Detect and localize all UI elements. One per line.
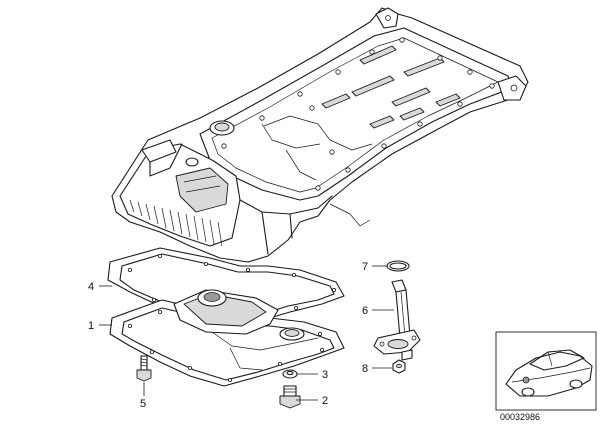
callout-1: 1 [88, 320, 94, 332]
callout-7: 7 [362, 261, 368, 273]
callout-4: 4 [88, 281, 94, 293]
vehicle-locator-inset: 00032986 [495, 331, 597, 422]
baffle-slots [321, 45, 461, 129]
flange-bolt-holes [221, 37, 495, 191]
sealing-washer [282, 369, 298, 379]
o-ring [386, 260, 410, 272]
upper-oil-pan-housing [111, 7, 529, 263]
oil-suction-pipe [373, 279, 421, 361]
leader-lines [99, 265, 394, 401]
callout-6: 6 [362, 305, 368, 317]
callout-2: 2 [322, 395, 328, 407]
callout-5: 5 [140, 398, 146, 410]
callout-8: 8 [362, 363, 368, 375]
cooling-fins [129, 199, 223, 247]
pan-bolt-holes [127, 309, 324, 382]
car-silhouette-icon [505, 349, 593, 397]
oil-drain-plug [279, 385, 301, 409]
lower-oil-pan [109, 289, 345, 387]
document-number: 00032986 [500, 412, 540, 422]
hex-bolt [136, 355, 152, 382]
hex-nut [392, 359, 406, 374]
callout-3: 3 [322, 369, 328, 381]
